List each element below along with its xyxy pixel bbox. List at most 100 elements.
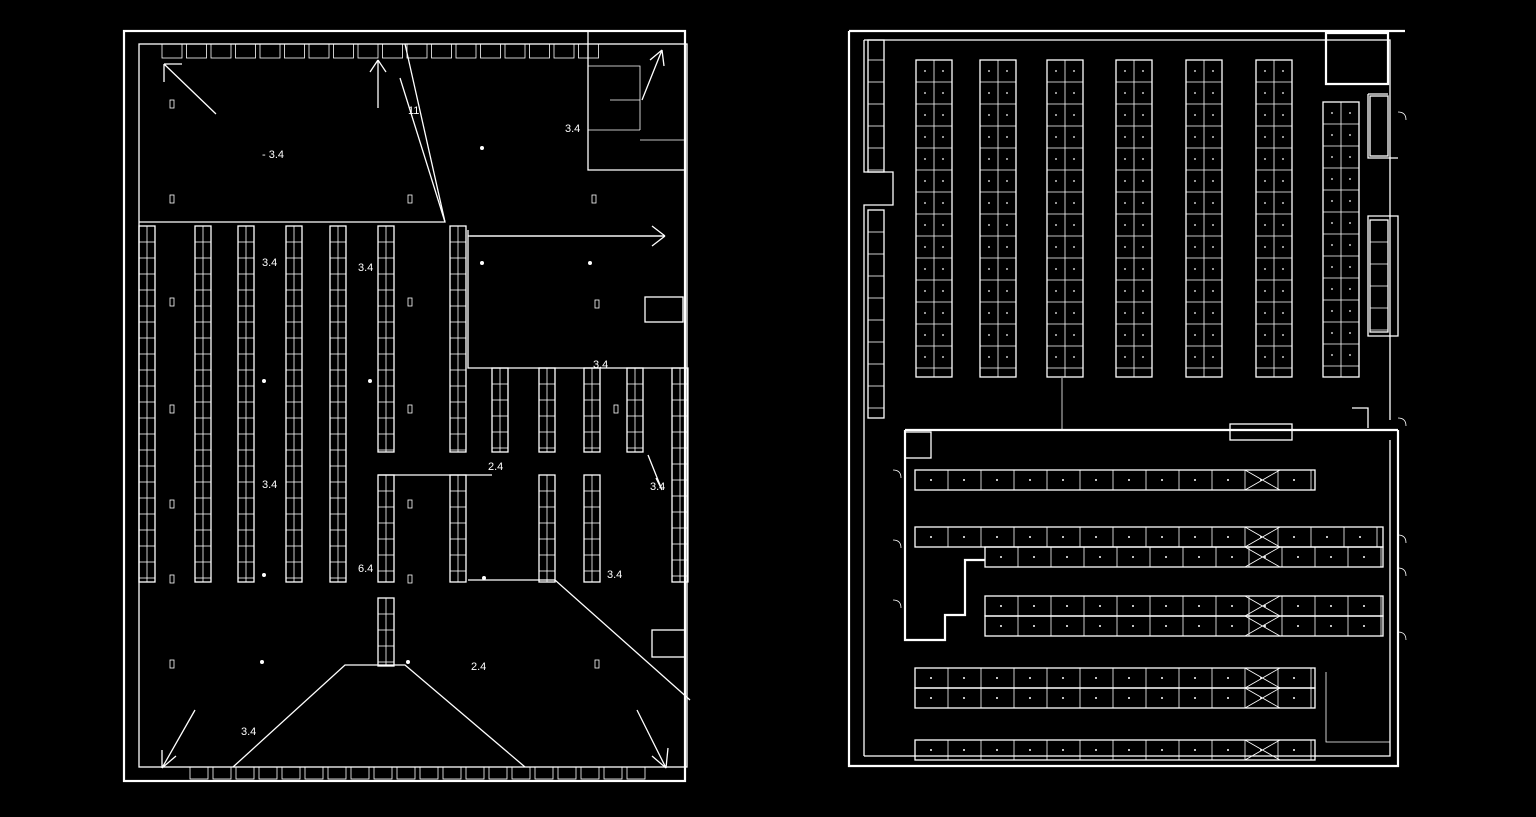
shelf-dot bbox=[942, 202, 944, 204]
shelf-dot bbox=[1006, 268, 1008, 270]
shelf-dot bbox=[1194, 356, 1196, 358]
area-label: 3.4 bbox=[607, 569, 622, 581]
shelf-dot bbox=[930, 749, 932, 751]
shelf-dot bbox=[942, 290, 944, 292]
shelf-dot bbox=[1282, 158, 1284, 160]
window-pane bbox=[553, 43, 575, 59]
shelf-dot bbox=[1124, 290, 1126, 292]
shelf-dot bbox=[1055, 136, 1057, 138]
shelf-dot bbox=[988, 180, 990, 182]
shelf-dot bbox=[1331, 266, 1333, 268]
shelf-dot bbox=[1161, 536, 1163, 538]
door-marker bbox=[169, 99, 175, 109]
shelf-dot bbox=[1029, 536, 1031, 538]
cross-bay bbox=[1244, 687, 1281, 709]
shelf-dot bbox=[1006, 136, 1008, 138]
shelf-dot bbox=[1349, 244, 1351, 246]
window-pane bbox=[350, 766, 370, 780]
shelf-dot bbox=[1055, 70, 1057, 72]
shelf-dot bbox=[1142, 136, 1144, 138]
cross-bay bbox=[1244, 739, 1281, 761]
shelf-dot bbox=[1142, 312, 1144, 314]
shelf-dot bbox=[1095, 697, 1097, 699]
shelf-dot bbox=[1194, 158, 1196, 160]
shelf-dot bbox=[942, 334, 944, 336]
shelf-dot bbox=[1066, 556, 1068, 558]
shelf-unit bbox=[914, 469, 1316, 491]
shelf-dot bbox=[1142, 70, 1144, 72]
shelf-dot bbox=[1142, 202, 1144, 204]
shelf-dot bbox=[1161, 749, 1163, 751]
shelf-dot bbox=[1073, 136, 1075, 138]
shelf-dot bbox=[988, 136, 990, 138]
arrow-icon bbox=[369, 59, 387, 108]
shelf-dot bbox=[1282, 312, 1284, 314]
shelf-dot bbox=[1062, 479, 1064, 481]
shelf-dot bbox=[1264, 158, 1266, 160]
shelf-dot bbox=[942, 70, 944, 72]
shelf-dot bbox=[1033, 556, 1035, 558]
shelf-dot bbox=[1029, 677, 1031, 679]
window-pane bbox=[431, 43, 452, 59]
left-markers bbox=[169, 99, 619, 669]
shelf-dot bbox=[1331, 354, 1333, 356]
door-swing bbox=[1397, 111, 1407, 121]
shelf-dot bbox=[942, 356, 944, 358]
shelf-dot bbox=[1132, 625, 1134, 627]
shelf-dot bbox=[1331, 200, 1333, 202]
shelf-unit bbox=[984, 546, 1384, 568]
shelf-dot bbox=[988, 290, 990, 292]
wall-shelf bbox=[1369, 219, 1389, 333]
shelf-dot bbox=[924, 246, 926, 248]
shelf-dot bbox=[1264, 312, 1266, 314]
shelf-dot bbox=[1132, 605, 1134, 607]
window-pane bbox=[189, 766, 209, 780]
shelf-dot bbox=[1212, 312, 1214, 314]
shelf-dot bbox=[1006, 92, 1008, 94]
shelf-dot bbox=[1331, 288, 1333, 290]
shelf-dot bbox=[1264, 246, 1266, 248]
shelf-dot bbox=[1055, 158, 1057, 160]
window-pane bbox=[396, 766, 416, 780]
shelf-dot bbox=[1198, 625, 1200, 627]
door-swing bbox=[1397, 417, 1407, 427]
shelf-dot bbox=[1095, 479, 1097, 481]
shelf-dot bbox=[1349, 310, 1351, 312]
shelf-dot bbox=[1006, 224, 1008, 226]
shelf-dot bbox=[1124, 202, 1126, 204]
cross-bay bbox=[1244, 526, 1281, 548]
window-pane bbox=[511, 766, 531, 780]
shelf-dot bbox=[963, 536, 965, 538]
light-point bbox=[262, 379, 266, 383]
shelf-dot bbox=[988, 334, 990, 336]
right-lower-corner bbox=[1325, 672, 1390, 743]
shelf-dot bbox=[1062, 749, 1064, 751]
shelf-dot bbox=[1161, 697, 1163, 699]
door-swing bbox=[892, 469, 902, 479]
shelf-dot bbox=[996, 479, 998, 481]
shelf-dot bbox=[1029, 749, 1031, 751]
shelf-dot bbox=[1282, 114, 1284, 116]
shelf-dot bbox=[1062, 677, 1064, 679]
shelf-dot bbox=[1073, 334, 1075, 336]
shelf-dot bbox=[1142, 224, 1144, 226]
arrow-icon bbox=[636, 709, 669, 769]
shelf-dot bbox=[1293, 749, 1295, 751]
shelf-dot bbox=[988, 70, 990, 72]
shelf-dot bbox=[1142, 114, 1144, 116]
door-marker bbox=[594, 659, 600, 669]
window-pane bbox=[529, 43, 550, 59]
shelf-dot bbox=[1282, 268, 1284, 270]
door-marker bbox=[169, 297, 175, 307]
window-pane bbox=[373, 766, 393, 780]
shelf-dot bbox=[1124, 114, 1126, 116]
shelf-dot bbox=[988, 312, 990, 314]
shelf-dot bbox=[1124, 224, 1126, 226]
shelf-dot bbox=[930, 677, 932, 679]
shelf-dot bbox=[1264, 136, 1266, 138]
light-point bbox=[368, 379, 372, 383]
shelf-dot bbox=[1165, 625, 1167, 627]
left-mid-right-room bbox=[467, 230, 685, 369]
shelf-dot bbox=[1293, 479, 1295, 481]
shelf-dot bbox=[1194, 114, 1196, 116]
